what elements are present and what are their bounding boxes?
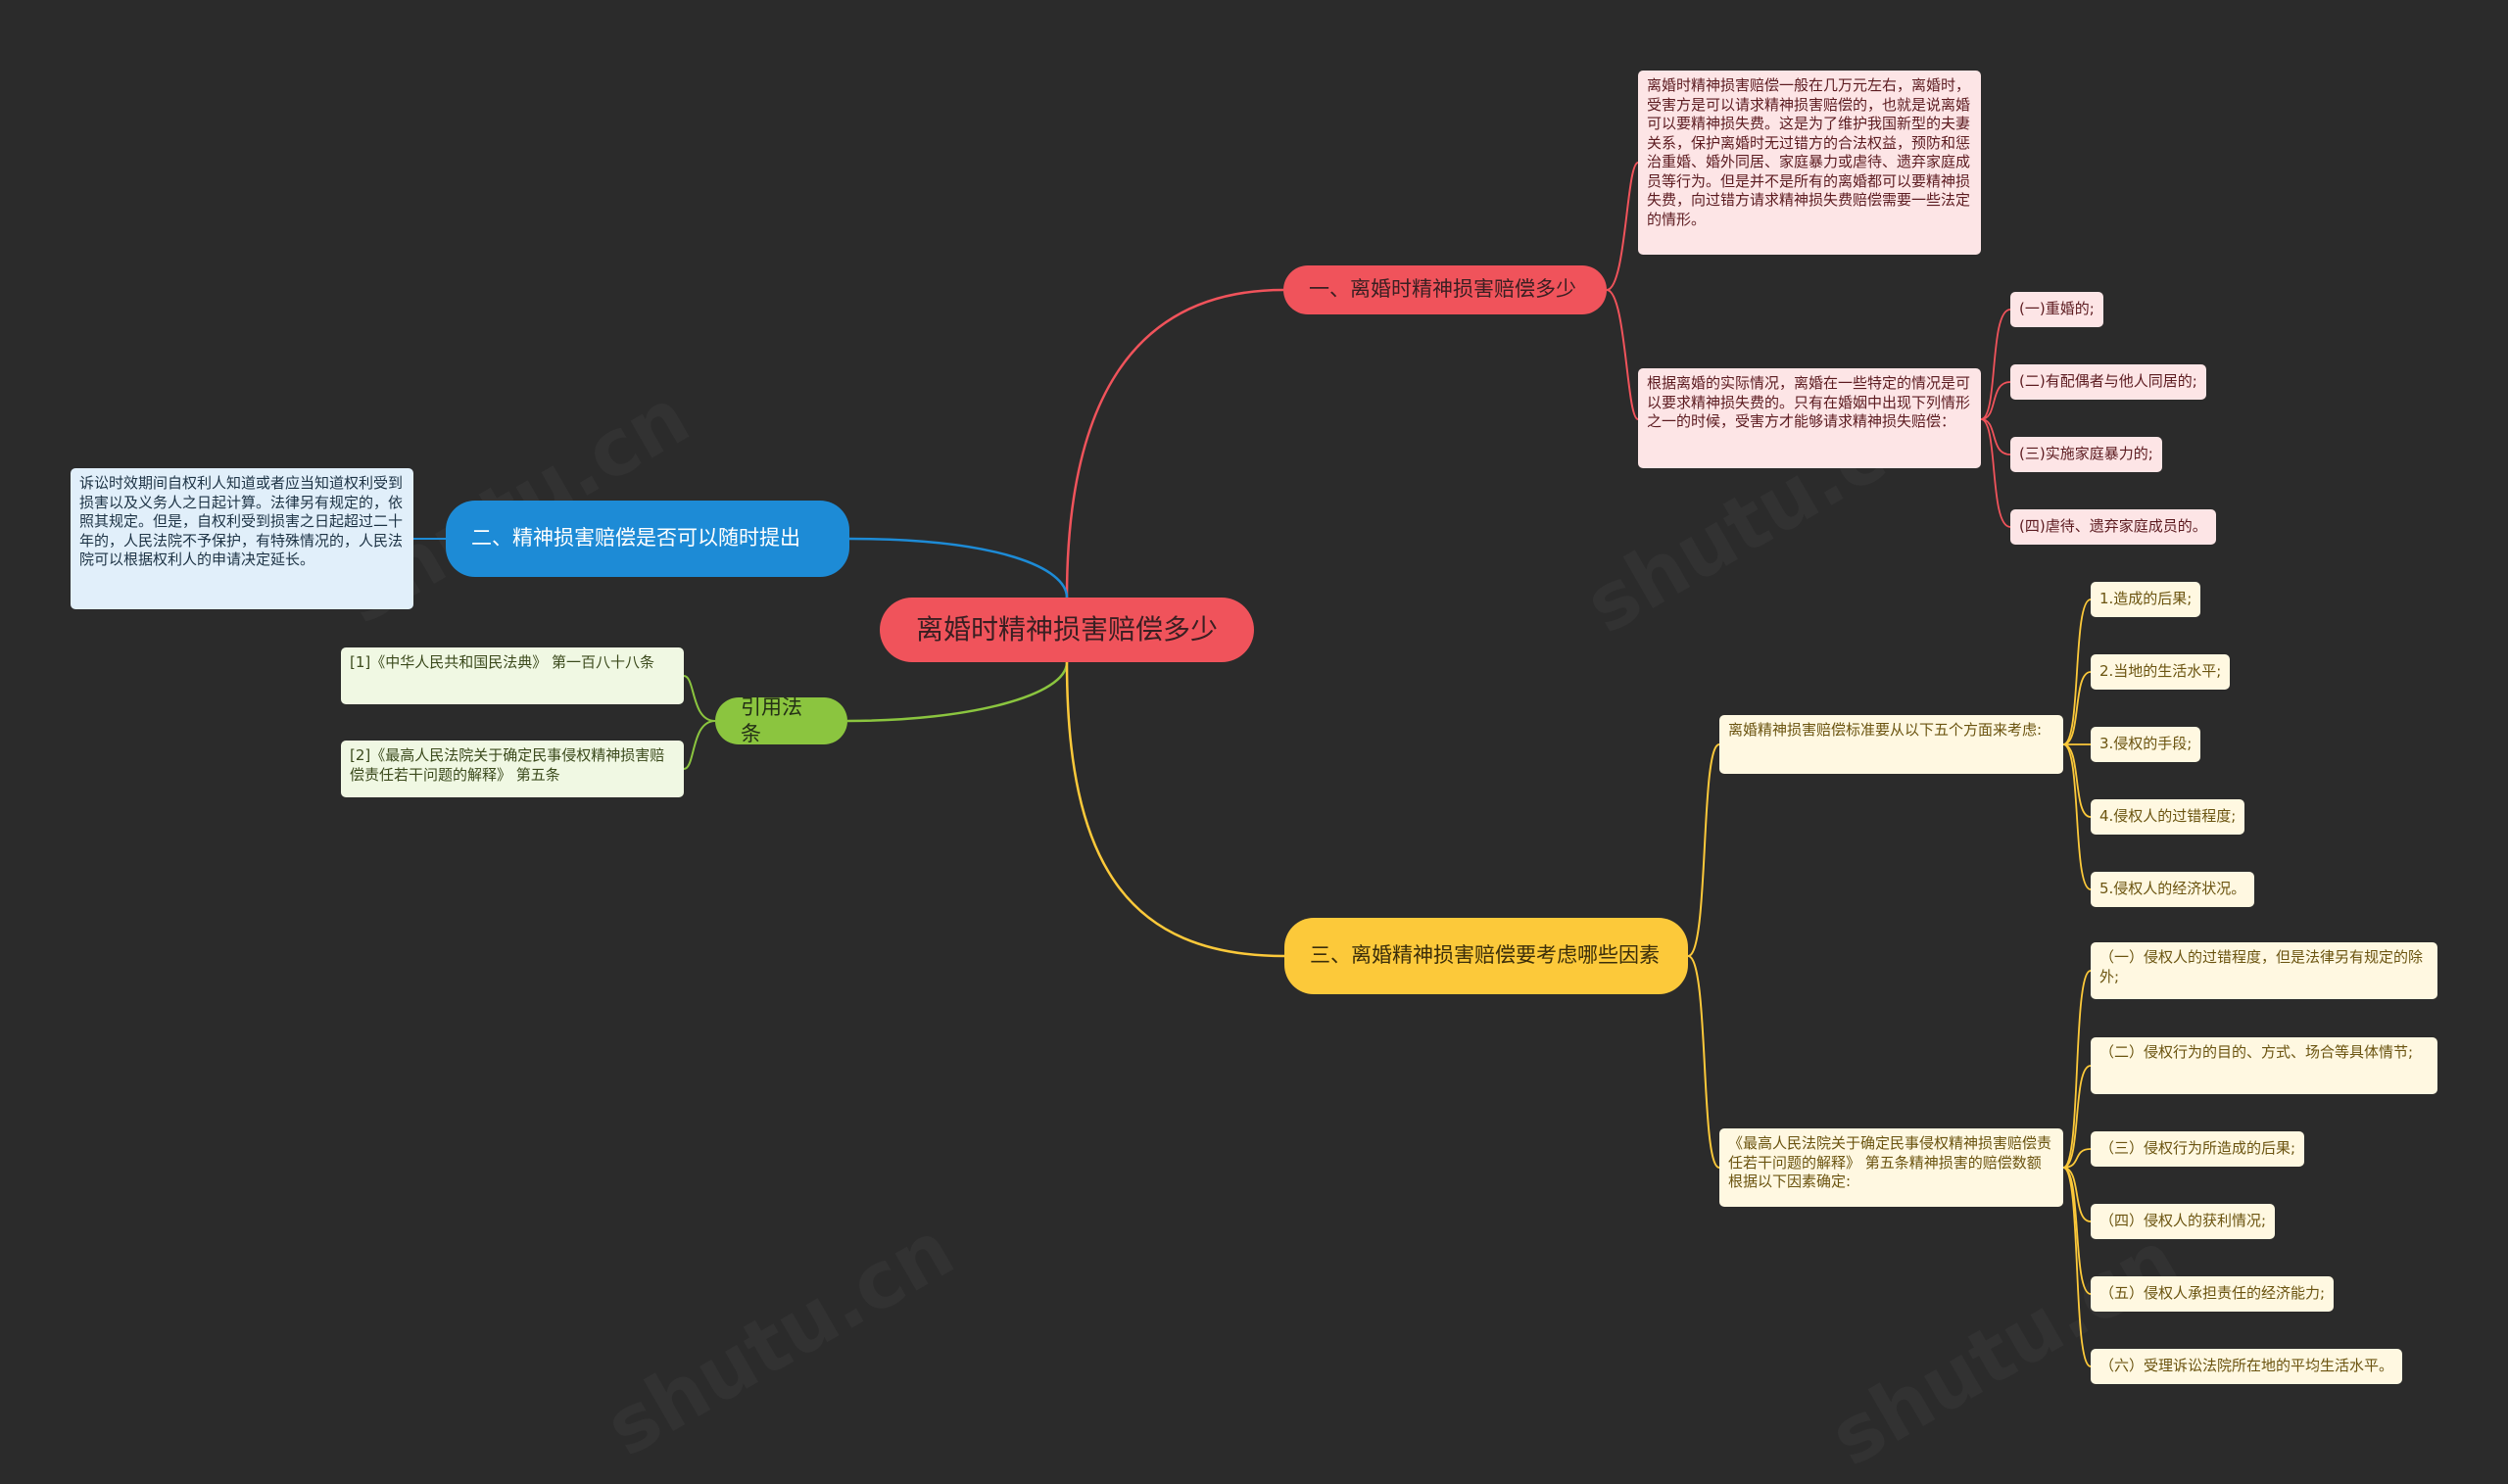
yellow-item-1-4[interactable]: 4.侵权人的过错程度; — [2091, 799, 2245, 835]
link-red-item2 — [1980, 381, 2011, 420]
link-root-blue — [848, 537, 1069, 598]
yellow-item-2-3[interactable]: （三）侵权行为所造成的后果; — [2091, 1131, 2305, 1167]
link-y1-5 — [2062, 743, 2092, 890]
red-item-4[interactable]: (四)虐待、遗弃家庭成员的。 — [2010, 509, 2216, 545]
red-item-1[interactable]: (一)重婚的; — [2010, 292, 2103, 327]
yellow-item-1-1[interactable]: 1.造成的后果; — [2091, 582, 2201, 617]
yellow-note-1[interactable]: 离婚精神损害赔偿标准要从以下五个方面来考虑: — [1719, 715, 2063, 774]
red-note-2[interactable]: 根据离婚的实际情况，离婚在一些特定的情况是可以要求精神损失费的。只有在婚姻中出现… — [1638, 368, 1981, 468]
link-red-note1 — [1606, 162, 1639, 291]
link-root-yellow — [1065, 661, 1285, 958]
yellow-item-2-2[interactable]: （二）侵权行为的目的、方式、场合等具体情节; — [2091, 1037, 2437, 1094]
link-red-item4 — [1980, 418, 2011, 528]
link-red-item1 — [1980, 309, 2011, 420]
yellow-item-2-4[interactable]: （四）侵权人的获利情况; — [2091, 1204, 2276, 1239]
yellow-item-1-3[interactable]: 3.侵权的手段; — [2091, 727, 2201, 762]
yellow-item-2-6[interactable]: （六）受理诉讼法院所在地的平均生活水平。 — [2091, 1349, 2403, 1384]
green-item-1[interactable]: [1]《中华人民共和国民法典》 第一百八十八条 — [341, 647, 684, 704]
yellow-item-2-1[interactable]: （一）侵权人的过错程度，但是法律另有规定的除外; — [2091, 942, 2437, 999]
branch-yellow-title[interactable]: 三、离婚精神损害赔偿要考虑哪些因素 — [1284, 918, 1688, 994]
link-y2-6 — [2062, 1167, 2092, 1367]
blue-note[interactable]: 诉讼时效期间自权利人知道或者应当知道权利受到损害以及义务人之日起计算。法律另有规… — [71, 468, 413, 609]
link-red-item3 — [1980, 418, 2011, 455]
root-topic[interactable]: 离婚时精神损害赔偿多少 — [880, 598, 1254, 662]
branch-green-title[interactable]: 引用法条 — [715, 695, 847, 745]
red-item-3[interactable]: (三)实施家庭暴力的; — [2010, 437, 2162, 472]
link-y1-2 — [2062, 671, 2092, 745]
red-item-2[interactable]: (二)有配偶者与他人同居的; — [2010, 364, 2206, 400]
link-y2-2 — [2062, 1065, 2092, 1169]
yellow-item-1-2[interactable]: 2.当地的生活水平; — [2091, 654, 2231, 690]
link-y2-1 — [2062, 970, 2092, 1169]
link-green-item2 — [683, 720, 716, 770]
branch-blue-title[interactable]: 二、精神损害赔偿是否可以随时提出 — [446, 501, 849, 577]
link-root-red — [1065, 288, 1284, 598]
link-yellow-note1 — [1687, 743, 1720, 957]
link-y2-3 — [2062, 1148, 2092, 1169]
link-red-note2 — [1606, 289, 1639, 420]
link-y1-4 — [2062, 743, 2092, 818]
yellow-item-2-5[interactable]: （五）侵权人承担责任的经济能力; — [2091, 1276, 2335, 1312]
green-item-2[interactable]: [2]《最高人民法院关于确定民事侵权精神损害赔偿责任若干问题的解释》 第五条 — [341, 741, 684, 797]
link-green-item1 — [683, 675, 716, 722]
link-yellow-note2 — [1687, 955, 1720, 1169]
link-y2-4 — [2062, 1167, 2092, 1222]
yellow-item-1-5[interactable]: 5.侵权人的经济状况。 — [2091, 872, 2255, 907]
link-root-green — [846, 661, 1069, 723]
link-y1-1 — [2062, 598, 2092, 745]
red-note-1[interactable]: 离婚时精神损害赔偿一般在几万元左右，离婚时，受害方是可以请求精神损害赔偿的，也就… — [1638, 71, 1981, 255]
branch-red-title[interactable]: 一、离婚时精神损害赔偿多少 — [1283, 265, 1607, 314]
yellow-note-2[interactable]: 《最高人民法院关于确定民事侵权精神损害赔偿责任若干问题的解释》 第五条精神损害的… — [1719, 1128, 2063, 1207]
